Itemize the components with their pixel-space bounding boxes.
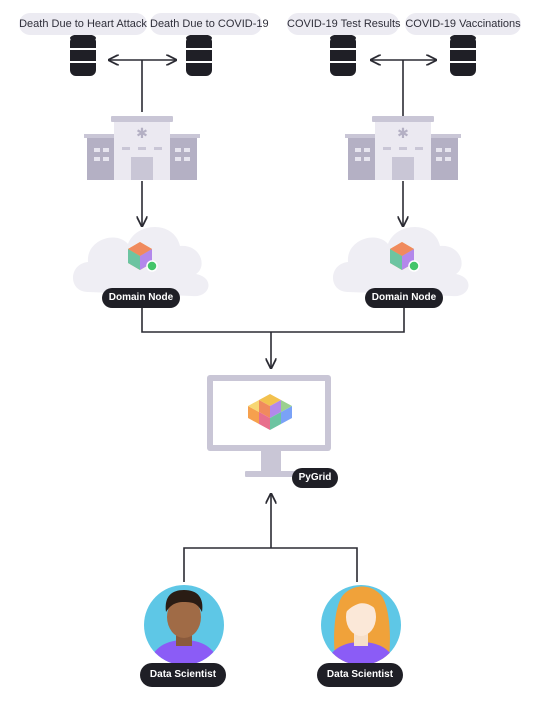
user-avatar-icon	[144, 585, 224, 665]
connector-line	[183, 547, 358, 582]
data-scientist-label-right: Data Scientist	[317, 663, 403, 687]
dataset-chip-test-results: COVID-19 Test Results	[287, 13, 401, 35]
pygrid-label: PyGrid	[292, 468, 338, 488]
domain-node-label-left: Domain Node	[102, 288, 180, 308]
dataset-chip-covid-deaths: Death Due to COVID-19	[150, 13, 269, 35]
connector-line	[141, 308, 405, 333]
dataset-chip-vaccinations: COVID-19 Vaccinations	[405, 13, 521, 35]
user-avatar-icon	[321, 585, 401, 665]
database-icon	[449, 33, 477, 77]
database-icon	[69, 33, 97, 77]
hospital-building-icon	[345, 116, 461, 180]
database-icon	[329, 33, 357, 77]
data-scientist-label-left: Data Scientist	[140, 663, 226, 687]
hospital-building-icon	[84, 116, 200, 180]
pygrid-logo-icon	[248, 394, 292, 430]
database-icon	[185, 33, 213, 77]
domain-node-label-right: Domain Node	[365, 288, 443, 308]
dataset-chip-heart-attack: Death Due to Heart Attack	[19, 13, 147, 35]
